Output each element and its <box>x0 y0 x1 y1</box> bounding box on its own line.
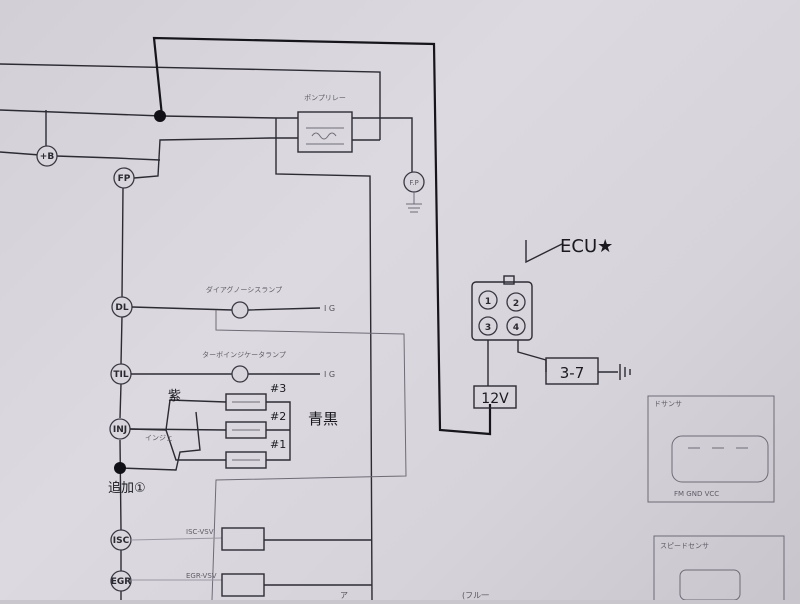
connector-pin-4-label: 4 <box>513 323 519 333</box>
inj1-label: #1 <box>270 438 286 451</box>
pump-relay-box <box>297 111 353 153</box>
junction-dot-top <box>154 110 166 122</box>
wire-ecu <box>525 240 563 264</box>
connector-pin-4 <box>506 316 526 336</box>
connector-latch <box>503 275 515 285</box>
connector-pin-3 <box>478 316 498 336</box>
wire-plusb <box>0 151 41 156</box>
pin-dl-label: DL <box>115 303 128 313</box>
injector-coils <box>232 401 260 461</box>
ig2-label: I G <box>324 370 335 379</box>
wire-relay-to-pump <box>352 117 413 172</box>
diag-lamp-label: ダイアグノーシスランプ <box>206 285 282 294</box>
isc-valve-box <box>221 527 265 551</box>
blue-black-label: 青黒 <box>308 410 338 428</box>
wire-relay-down <box>275 118 373 601</box>
ig1-label: I G <box>324 304 335 313</box>
pin-plusb <box>36 145 58 167</box>
sensor-pin-labels: FM GND VCC <box>674 490 719 498</box>
egr-valve-label: EGR-VSV <box>186 572 217 580</box>
pump-relay-label: ポンプリレー <box>304 94 346 102</box>
sensor-connector-2 <box>679 569 741 601</box>
turbo-lamp-icon <box>231 365 249 383</box>
relay-coil <box>306 127 344 145</box>
resistor-box <box>545 357 599 385</box>
pin-egr-label: EGR <box>111 577 132 587</box>
ecu-label: ECU★ <box>560 236 613 257</box>
bottom-partial-mid: (フル一 <box>462 591 489 600</box>
wire-inj-added <box>119 411 201 471</box>
diag-lamp-icon <box>231 301 249 319</box>
injector-label: インジェ <box>145 434 173 442</box>
wire-pin-rail <box>119 187 124 600</box>
pin-fp-label: FP <box>118 174 131 184</box>
purple-label: 紫 <box>168 389 181 404</box>
isc-valve-label: ISC-VSV <box>186 528 214 536</box>
connector-pin-1 <box>478 290 498 310</box>
wire-fp-out <box>133 137 298 179</box>
pin-inj-label: INJ <box>113 425 127 435</box>
connector-pin-1-label: 1 <box>485 297 491 307</box>
sensor-box2-title: スピードセンサ <box>660 542 709 550</box>
wire-inj-2 <box>129 428 227 431</box>
turbo-lamp-label: ターボインジケータランプ <box>202 350 286 359</box>
ground-icon-right <box>598 364 631 380</box>
wire-inj-3 <box>129 399 227 431</box>
connector-pin-2 <box>506 292 526 312</box>
egr-valve-box <box>221 573 265 597</box>
pin-egr <box>110 570 132 592</box>
resistor-label: 3-7 <box>560 364 585 382</box>
wire-inj-common <box>266 401 291 461</box>
connector-pin-3-label: 3 <box>485 323 491 333</box>
wire-inj-1 <box>165 429 226 461</box>
bottom-partial-left: ア <box>340 591 348 600</box>
ground-icon <box>406 192 422 213</box>
wire-isc-egr <box>130 537 223 581</box>
pin-plusb-label: +B <box>40 152 55 162</box>
fuel-pump-label: F.P <box>409 179 418 187</box>
power-12v-label: 12V <box>481 391 509 407</box>
sensor-connector-icon <box>671 435 769 483</box>
ecu-connector-box <box>471 281 533 341</box>
added-label: 追加① <box>108 480 146 496</box>
sensor-box <box>647 395 775 503</box>
pin-fp <box>113 167 135 189</box>
junction-dot-added <box>114 462 126 474</box>
wire-bold-loop <box>152 36 492 436</box>
pin-til-label: TIL <box>113 370 128 380</box>
sensor-box-2 <box>653 535 785 604</box>
wire-main <box>0 109 298 119</box>
inj2-label: #2 <box>270 410 286 423</box>
wire-valve-right <box>264 539 372 586</box>
connector-pin-2-label: 2 <box>513 299 519 309</box>
pin-isc-label: ISC <box>113 536 130 546</box>
power-12v-box <box>473 385 517 409</box>
wire-plusb-out <box>55 155 161 161</box>
wire-top <box>0 63 381 140</box>
sensor-box-title: ドサンサ <box>654 400 682 408</box>
wire-connector-out <box>487 340 547 386</box>
inj3-label: #3 <box>270 382 286 395</box>
wire-diag-lamp <box>131 306 321 311</box>
wire-diag-return <box>211 310 407 601</box>
